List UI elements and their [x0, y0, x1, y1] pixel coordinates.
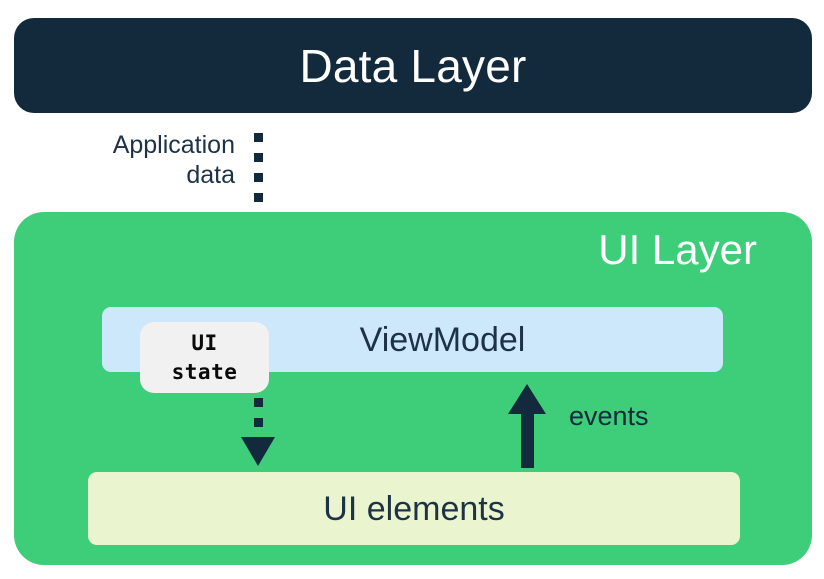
ui-state-chip-line2: state	[171, 359, 238, 384]
data-layer-box: Data Layer	[14, 18, 812, 113]
application-data-label-line1: Application	[112, 131, 235, 159]
ui-state-dotted-line	[254, 398, 263, 438]
ui-state-chip: UI state	[140, 322, 269, 393]
events-label: events	[569, 401, 649, 431]
ui-elements-box: UI elements	[88, 472, 740, 545]
application-data-label-line2: data	[186, 160, 235, 189]
ui-layer-label: UI Layer	[598, 226, 757, 273]
application-data-dotted-line	[254, 133, 263, 267]
events-arrow-shaft	[521, 406, 534, 468]
ui-state-chip-line1: UI	[191, 331, 218, 356]
application-data-label: Application data	[50, 131, 235, 190]
viewmodel-label: ViewModel	[359, 320, 526, 359]
ui-elements-label: UI elements	[323, 489, 505, 528]
ui-state-arrowhead-icon	[241, 437, 275, 466]
data-layer-label: Data Layer	[299, 39, 527, 92]
